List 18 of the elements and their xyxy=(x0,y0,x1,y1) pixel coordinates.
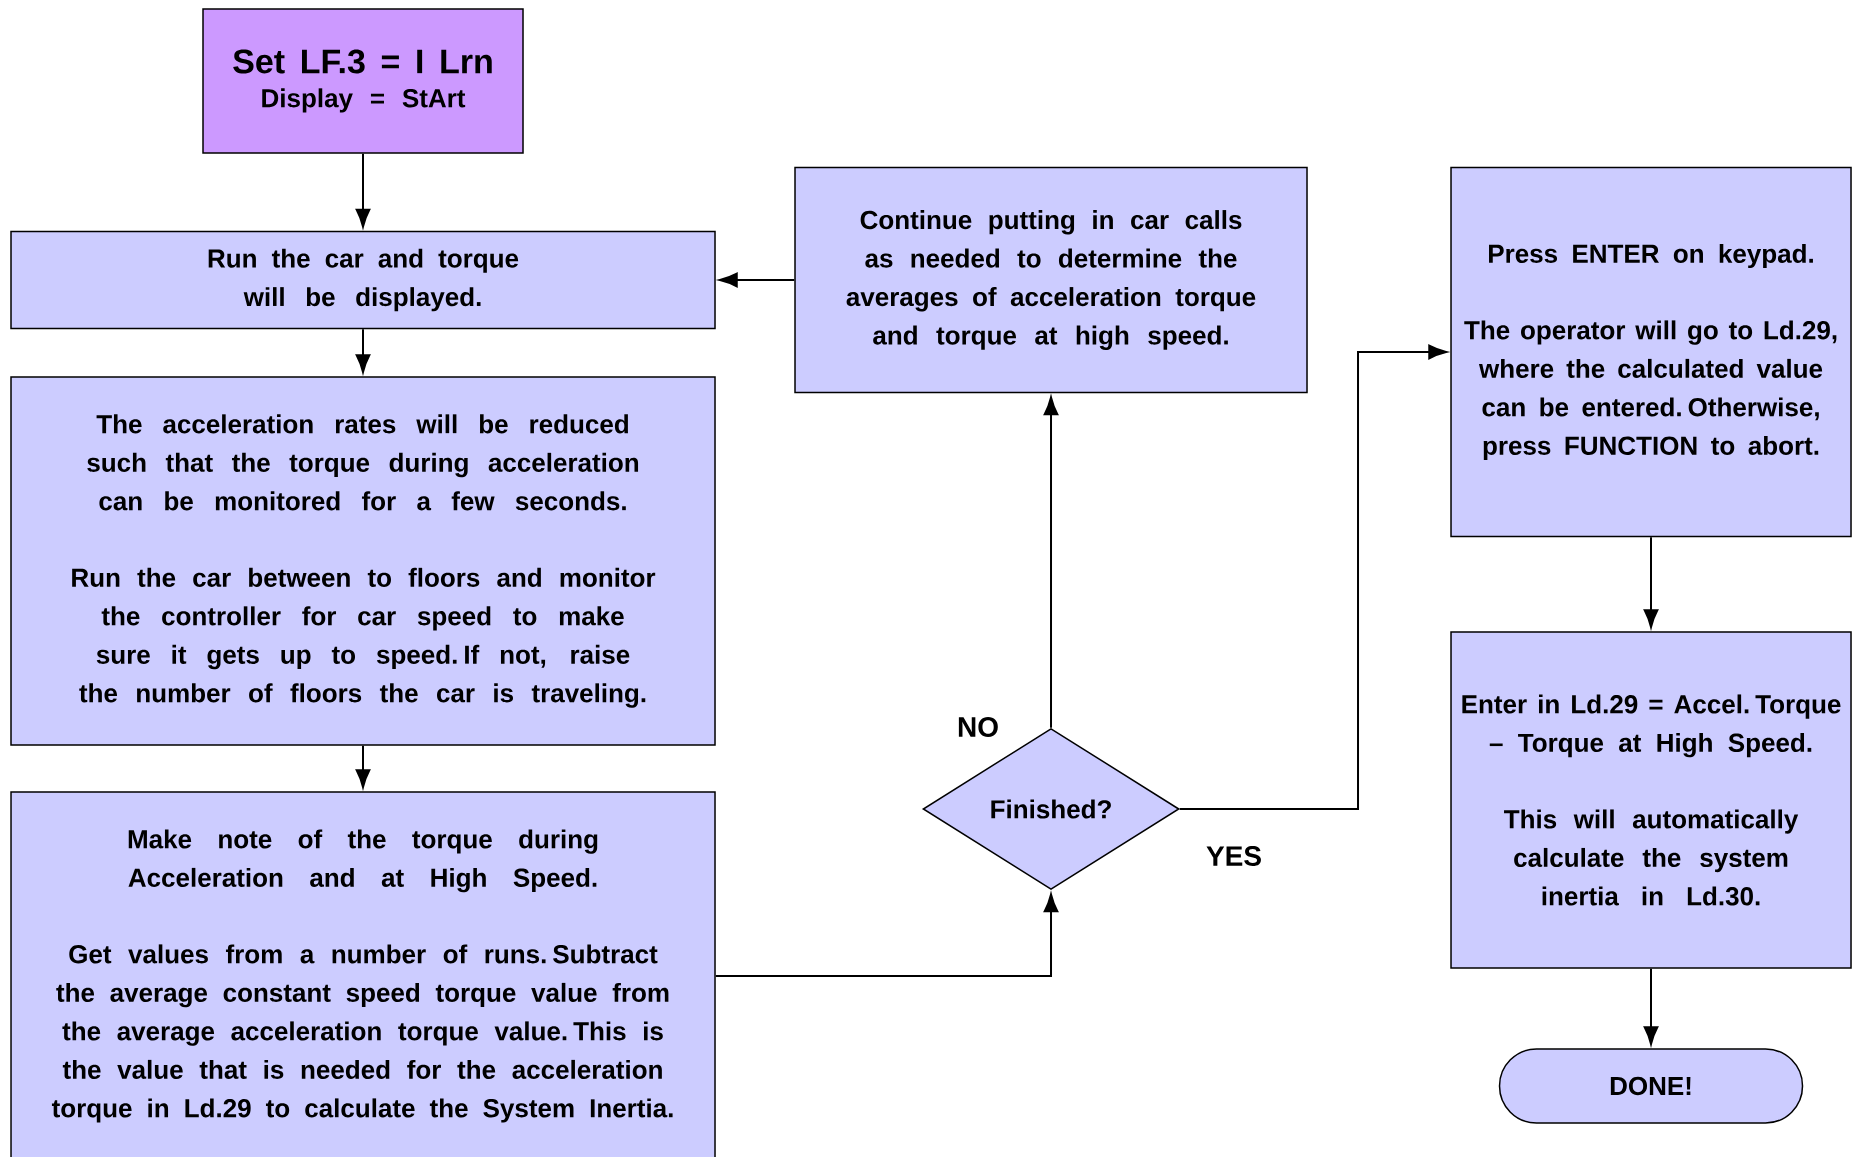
arrow xyxy=(1643,536,1659,628)
terminal-box: DONE! xyxy=(1498,1048,1804,1124)
arrow xyxy=(719,272,796,288)
arrow xyxy=(714,893,1059,977)
arrow xyxy=(355,328,371,373)
process-box: The acceleration rates will be reduced such that the torque during acceleration can be monitored for a few seconds. Run the car between to floors and monitor the controller for car speed to make sure it gets up to speed. If not, raise the number of floors the car is traveling. xyxy=(10,376,716,746)
arrow xyxy=(355,152,371,228)
process-box: Continue putting in car calls as needed to determine the averages of acceleration torque and torque at high speed. xyxy=(794,166,1308,394)
arrow xyxy=(1178,344,1447,810)
arrow xyxy=(355,744,371,788)
process-box: Press ENTER on keypad. The operator will go to Ld.29, where the calculated value can be entered. Otherwise, press FUNCTION to abort. xyxy=(1450,166,1852,538)
process-box: Enter in Ld.29 = Accel. Torque – Torque at High Speed. This will automatically calculate the system inertia in Ld.30. xyxy=(1450,631,1852,969)
arrow xyxy=(1643,967,1659,1045)
edge-label: YES xyxy=(1204,844,1265,868)
arrow xyxy=(1043,396,1059,729)
process-box: Make note of the torque during Acceleration and at High Speed. Get values from a number of runs. Subtract the average constant speed torque value from the average acceleration torque value. This is the value that is needed for the acceleration torque in Ld.29 to calculate the System Inertia. xyxy=(10,791,716,1157)
start-box: Set LF.3 = I Lrn Display = StArt xyxy=(202,8,524,154)
process-box: Run the car and torque will be displayed. xyxy=(10,230,716,330)
